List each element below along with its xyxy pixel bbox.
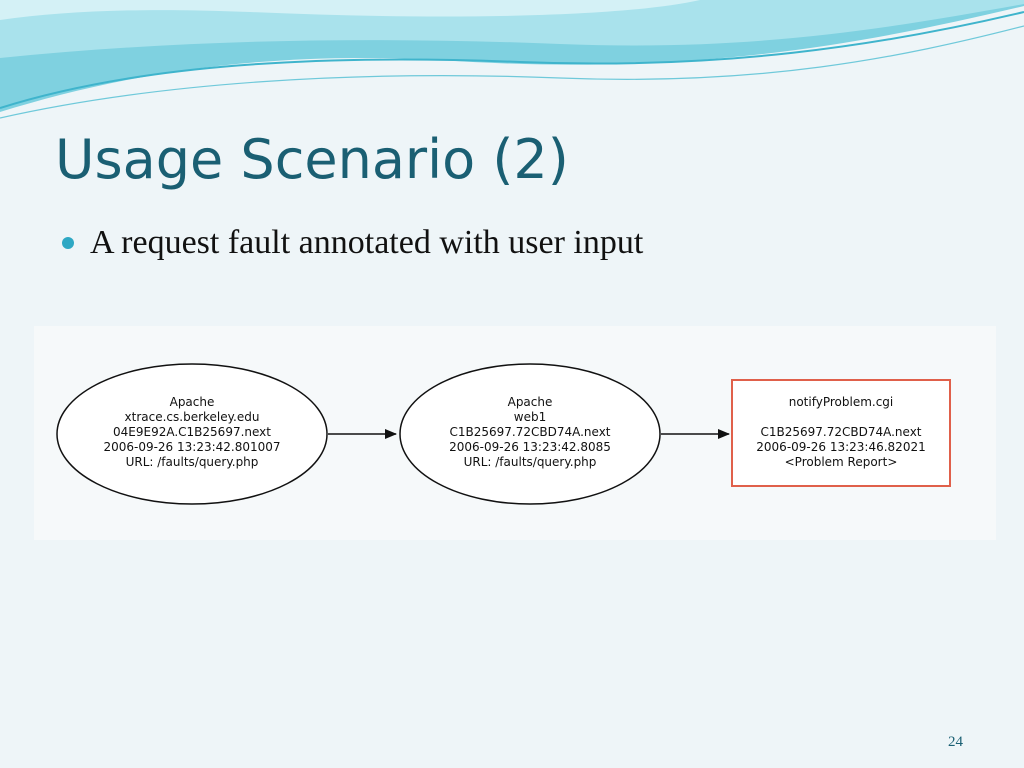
node-line: URL: /faults/query.php <box>464 455 597 469</box>
node-line: 04E9E92A.C1B25697.next <box>113 425 271 439</box>
bullet-dot-icon <box>62 237 74 249</box>
slide-title: Usage Scenario (2) <box>55 128 569 191</box>
node-line: web1 <box>514 410 546 424</box>
node-line: 2006-09-26 13:23:42.8085 <box>449 440 611 454</box>
bullet-text: A request fault annotated with user inpu… <box>90 224 644 261</box>
node-line: URL: /faults/query.php <box>126 455 259 469</box>
diagram-node-apache-xtrace: Apache xtrace.cs.berkeley.edu 04E9E92A.C… <box>56 363 328 505</box>
node-line: Apache <box>170 395 215 409</box>
node-line: 2006-09-26 13:23:46.82021 <box>756 440 925 454</box>
trace-diagram: Apache xtrace.cs.berkeley.edu 04E9E92A.C… <box>34 326 996 540</box>
diagram-node-apache-web1: Apache web1 C1B25697.72CBD74A.next 2006-… <box>399 363 661 505</box>
header-wave-decoration <box>0 0 1024 119</box>
diagram-node-notify-problem: notifyProblem.cgi C1B25697.72CBD74A.next… <box>731 379 951 487</box>
node-line: Apache <box>508 395 553 409</box>
node-line: xtrace.cs.berkeley.edu <box>125 410 260 424</box>
node-line: C1B25697.72CBD74A.next <box>760 425 921 439</box>
node-line: C1B25697.72CBD74A.next <box>449 425 610 439</box>
node-line: notifyProblem.cgi <box>789 395 894 409</box>
page-number: 24 <box>948 734 963 750</box>
node-line: <Problem Report> <box>785 455 898 469</box>
node-line: 2006-09-26 13:23:42.801007 <box>103 440 280 454</box>
bullet-item: A request fault annotated with user inpu… <box>62 224 643 262</box>
